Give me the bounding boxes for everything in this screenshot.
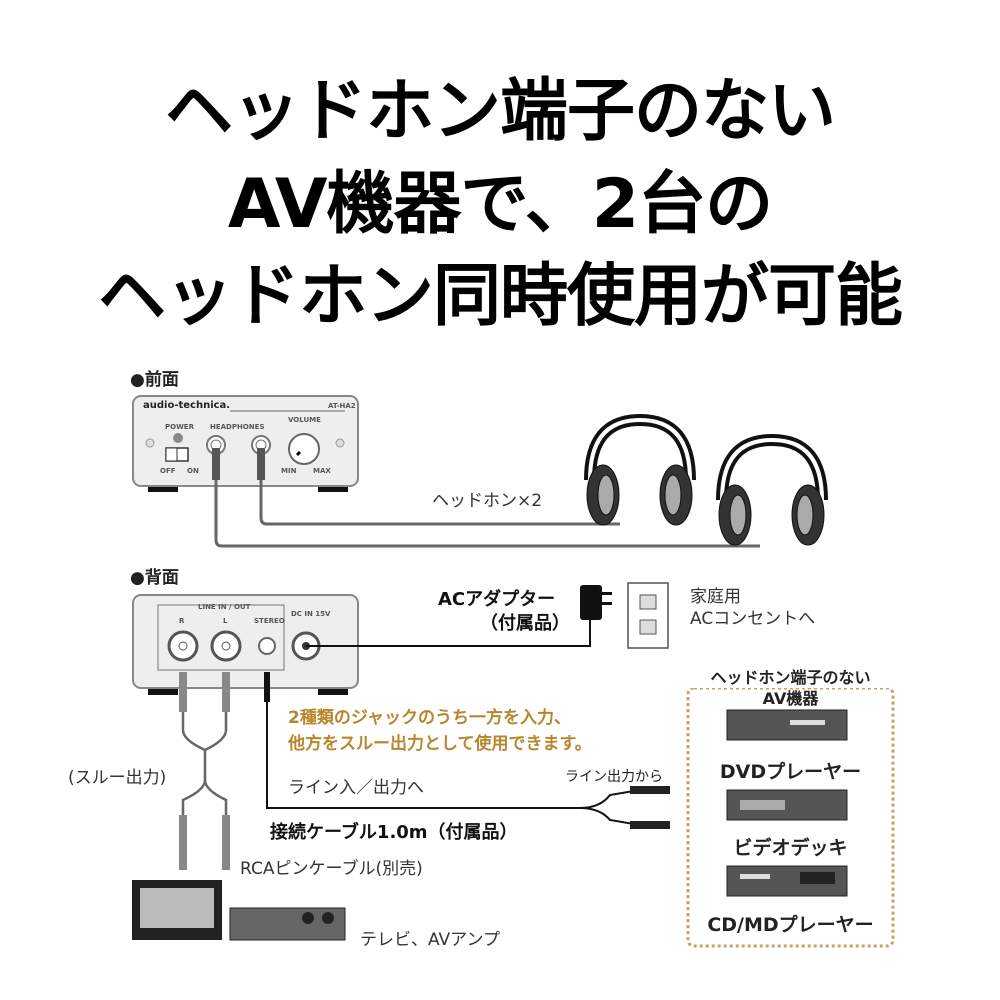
through-out-label: (スルー出力) [68,768,167,788]
note-line-2: 他方をスルー出力として使用できます。 [288,734,592,754]
min-label: MIN [281,467,297,475]
power-label: POWER [165,423,194,431]
tv-icon [132,880,222,940]
ac-adapter-icon [580,585,602,620]
model-label: AT-HA2 [328,402,356,410]
av-box-title-2: AV機器 [762,689,819,708]
line-out-from-label: ライン出力から [565,769,663,785]
note-line-1: 2種類のジャックのうち一方を入力、 [288,708,571,728]
av-amp-icon [229,907,346,941]
title-line-3: ヘッドホン同時使用が可能 [97,257,903,336]
dvd-player-label: DVDプレーヤー [719,761,862,783]
dvd-player-icon [726,709,848,741]
av-devices-frame [686,686,895,948]
line-in-out-label: LINE IN / OUT [198,603,251,611]
outlet-label-1: 家庭用 [690,587,741,607]
dc-in-label: DC IN 15V [291,610,331,618]
video-deck-icon [726,789,848,821]
title-line-2: AV機器で、2台の [227,165,773,244]
brand-logo: audio-technica. [143,400,231,411]
headphones-jack-label: HEADPHONES [210,423,265,431]
l-label: L [223,617,228,625]
ac-adapter-label: ACアダプター [438,589,556,610]
on-label: ON [187,467,199,475]
cd-md-player-icon [726,865,848,897]
av-box-title-1: ヘッドホン端子のない [688,664,893,688]
title-line-1: ヘッドホン端子のない [164,72,836,151]
front-section-label: ●前面 [130,370,179,390]
rear-section-label: ●背面 [130,568,179,588]
max-label: MAX [313,467,331,475]
stereo-label: STEREO [254,617,285,625]
off-label: OFF [160,467,176,475]
ac-adapter-included-label: （付属品） [480,613,570,634]
headphones-count-label: ヘッドホン×2 [432,491,543,511]
front-unit [132,395,359,492]
headphones-icon [716,433,828,546]
volume-label: VOLUME [288,416,321,424]
tv-amp-label: テレビ、AVアンプ [360,930,500,950]
rca-cable-label: RCAピンケーブル(別売) [240,859,423,879]
line-in-out-to-label: ライン入／出力へ [288,778,424,798]
headphones-icon [584,413,696,526]
r-label: R [179,617,185,625]
outlet-icon [627,582,669,649]
cd-md-player-label: CD/MDプレーヤー [707,914,874,936]
video-deck-label: ビデオデッキ [733,837,848,859]
rear-unit [132,594,359,712]
cable-label: 接続ケーブル1.0m（付属品） [270,822,518,843]
outlet-label-2: ACコンセントへ [690,609,816,629]
